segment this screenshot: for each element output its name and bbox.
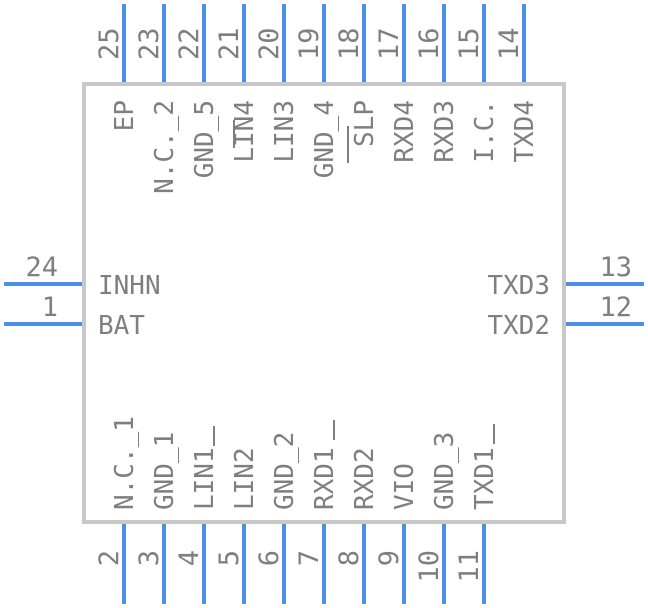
pin-2-number: 2: [94, 550, 125, 566]
pin-10-label-gnd-3: GND_3: [430, 432, 460, 510]
pin-10-number: 10: [414, 550, 445, 583]
pin-5-label-lin2: LIN2: [230, 447, 260, 510]
pin-7-label-rxd1: RXD1: [310, 447, 340, 510]
pin-25-number: 25: [94, 27, 125, 60]
pin-17-label-rxd4: RXD4: [390, 100, 420, 163]
pin-8-label-rxd2: RXD2: [350, 447, 380, 510]
pin-18-label-slp: SLP: [350, 100, 380, 147]
pin-20-number: 20: [254, 27, 285, 60]
pin-15-number: 15: [454, 27, 485, 60]
pin-3-label-gnd-1: GND_1: [150, 432, 180, 510]
pin-13-number: 13: [599, 252, 632, 283]
pin-7-number: 7: [294, 550, 325, 566]
pin-22-label-gnd-5: GND_5: [190, 100, 220, 178]
pin-15-label-i-c: I.C.: [470, 100, 500, 163]
pin-9-number: 9: [374, 550, 405, 566]
pin-9-label-vio: VIO: [390, 463, 420, 510]
pin-4-number: 4: [174, 550, 205, 566]
pin-19-number: 19: [294, 27, 325, 60]
pin-18-number: 18: [334, 27, 365, 60]
pin-23-label-n-c-2: N.C._2: [150, 100, 180, 194]
pin-4-label-lin1: LIN1: [190, 447, 220, 510]
pin-11-label-txd1: TXD1: [470, 447, 500, 510]
pin-14-label-txd4: TXD4: [510, 100, 540, 163]
pin-17-number: 17: [374, 27, 405, 60]
pin-8-number: 8: [334, 550, 365, 566]
pin-12-label-txd2: TXD2: [487, 311, 550, 341]
pin-5-number: 5: [214, 550, 245, 566]
pin-11-number: 11: [454, 550, 485, 583]
pin-24-number: 24: [25, 252, 58, 283]
chip-body: [82, 82, 566, 524]
pin-20-label-lin3: LIN3: [270, 100, 300, 163]
pin-12-number: 12: [599, 292, 632, 323]
pin-13-label-txd3: TXD3: [487, 271, 550, 301]
pin-22-number: 22: [174, 27, 205, 60]
pin-2-label-n-c-1: N.C._1: [110, 416, 140, 510]
pin-1-number: 1: [42, 292, 58, 323]
pin-16-label-rxd3: RXD3: [430, 100, 460, 163]
pin-19-label-gnd-4: GND_4: [310, 100, 340, 178]
pin-23-number: 23: [134, 27, 165, 60]
pin-24-label-inhn: INHN: [98, 271, 161, 301]
pin-25-label-ep: EP: [110, 100, 140, 131]
pin-16-number: 16: [414, 27, 445, 60]
pin-3-number: 3: [134, 550, 165, 566]
pin-14-number: 14: [494, 27, 525, 60]
pin-6-number: 6: [254, 550, 285, 566]
pin-21-number: 21: [214, 27, 245, 60]
pin-6-label-gnd-2: GND_2: [270, 432, 300, 510]
pin-1-label-bat: BAT: [98, 311, 145, 341]
